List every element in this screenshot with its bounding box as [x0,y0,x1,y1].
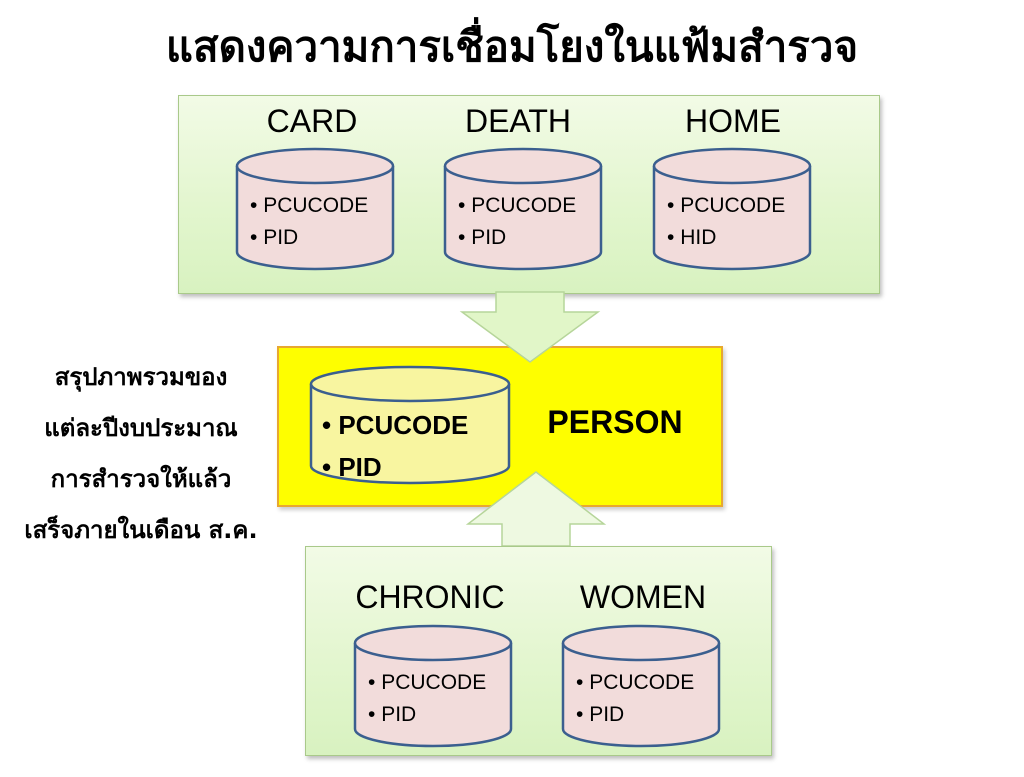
field-list: PCUCODE PID [576,667,694,731]
field-item: PCUCODE [368,667,486,699]
field-item: PCUCODE [458,190,576,222]
field-item: PCUCODE [576,667,694,699]
side-note-line: การสำรวจให้แล้ว [50,465,232,493]
cylinder-chronic: PCUCODE PID [353,624,513,748]
field-item: PCUCODE [322,404,468,446]
side-note: สรุปภาพรวมของ แต่ละปีงบประมาณ การสำรวจให… [0,352,282,556]
field-item: PID [322,446,468,488]
field-item: PID [576,699,694,731]
file-label-card: CARD [266,103,358,139]
file-label-women: WOMEN [579,579,707,615]
field-item: HID [667,222,785,254]
arrow-down-icon [459,291,601,363]
field-list: PCUCODE PID [322,404,468,488]
field-item: PID [368,699,486,731]
person-label: PERSON [547,404,683,440]
cylinder-person: PCUCODE PID [309,365,511,485]
cylinder-women: PCUCODE PID [561,624,721,748]
field-item: PCUCODE [667,190,785,222]
file-label-death: DEATH [464,103,572,139]
cylinder-home: PCUCODE HID [652,147,812,271]
page-title: แสดงความการเชื่อมโยงในแฟ้มสำรวจ [165,22,859,71]
field-item: PID [458,222,576,254]
field-list: PCUCODE PID [250,190,368,254]
side-note-line: แต่ละปีงบประมาณ [44,414,238,442]
field-list: PCUCODE PID [368,667,486,731]
field-item: PID [250,222,368,254]
side-note-line: สรุปภาพรวมของ [54,363,228,391]
field-item: PCUCODE [250,190,368,222]
side-note-line: เสร็จภายในเดือน ส.ค. [24,516,258,544]
cylinder-death: PCUCODE PID [443,147,603,271]
field-list: PCUCODE HID [667,190,785,254]
file-label-home: HOME [685,103,781,139]
field-list: PCUCODE PID [458,190,576,254]
file-label-chronic: CHRONIC [355,579,505,615]
cylinder-card: PCUCODE PID [235,147,395,271]
